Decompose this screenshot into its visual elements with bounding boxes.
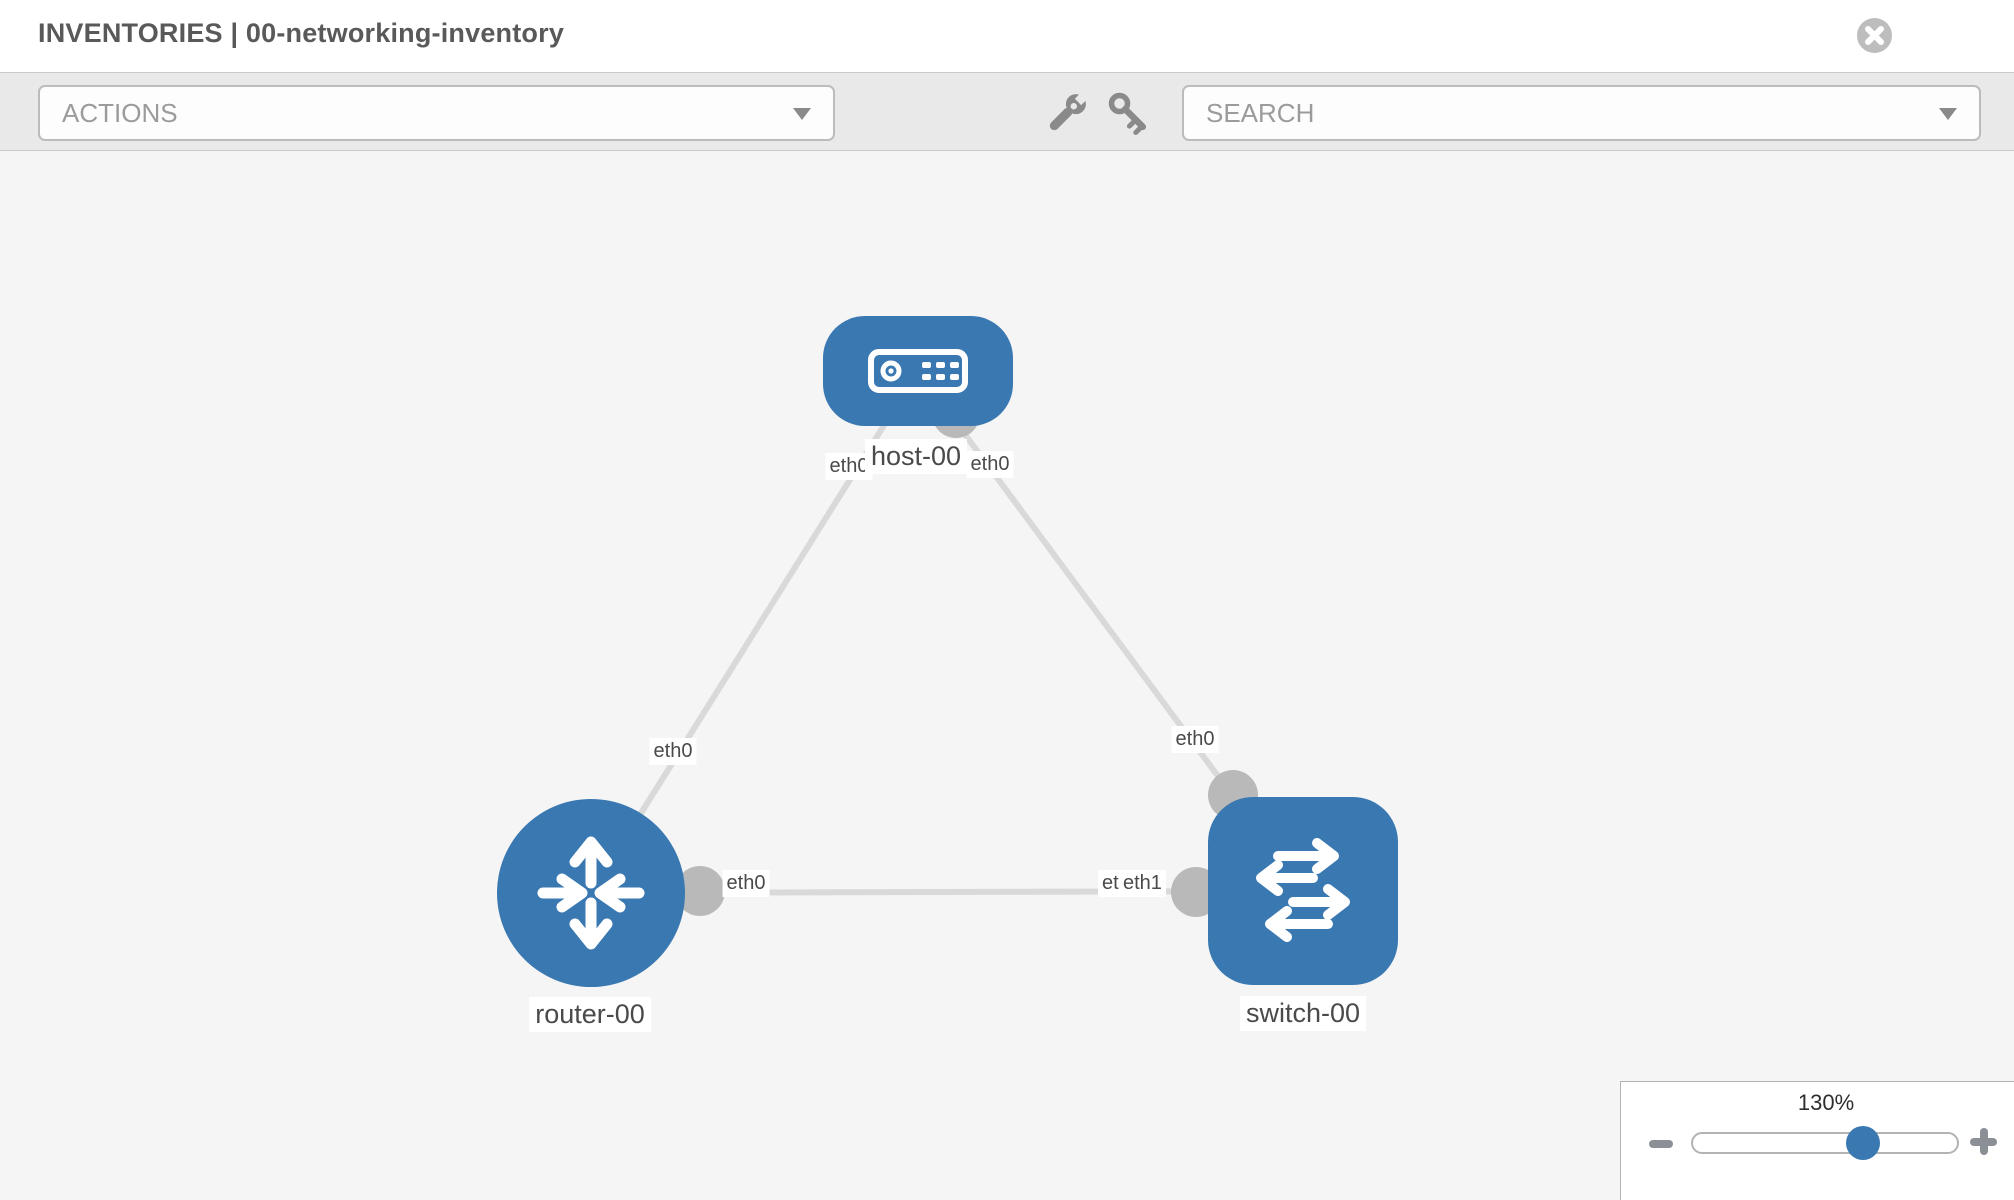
node-label-switch: switch-00	[1239, 996, 1367, 1031]
manage-groups-button[interactable]	[1038, 85, 1094, 141]
interface-label: eth0	[825, 453, 873, 480]
window-header: INVENTORIES | 00-networking-inventory	[0, 0, 2014, 72]
interface-label: eth0	[1171, 726, 1219, 753]
search-dropdown[interactable]: SEARCH	[1182, 85, 1981, 141]
interface-label: eth0	[722, 870, 770, 897]
node-label-router: router-00	[529, 997, 651, 1032]
node-router-00[interactable]	[497, 799, 685, 987]
plus-icon	[1970, 1128, 1997, 1155]
zoom-level-value: 130%	[1797, 1090, 1855, 1115]
router-icon	[537, 836, 645, 950]
zoom-in-button[interactable]	[1970, 1128, 1997, 1158]
node-host-00[interactable]	[823, 316, 1013, 426]
chevron-down-icon	[793, 108, 811, 120]
host-icon	[868, 349, 968, 393]
interface-port	[675, 866, 725, 916]
wrench-icon	[1049, 90, 1090, 131]
toolbar: ACTIONS	[0, 72, 2014, 151]
node-label-host: host-00	[864, 439, 968, 474]
interface-label: eth0	[649, 738, 697, 765]
zoom-slider-track[interactable]	[1691, 1126, 1959, 1160]
interface-label: eth1	[1119, 870, 1166, 897]
close-icon	[1865, 26, 1884, 45]
topology-svg	[497, 316, 1398, 987]
zoom-out-button[interactable]	[1649, 1137, 1673, 1152]
actions-dropdown-label: ACTIONS	[62, 97, 178, 128]
key-icon	[1108, 92, 1147, 136]
chevron-down-icon	[1939, 108, 1957, 120]
close-button[interactable]	[1857, 18, 1892, 53]
credentials-button[interactable]	[1100, 85, 1156, 141]
topology-canvas[interactable]: eth0 eth0 eth0 eth0 eth0 eth0 eth1 host-…	[0, 151, 2014, 1200]
zoom-panel: 130%	[1620, 1081, 2014, 1200]
interface-label: eth0	[966, 451, 1014, 478]
search-dropdown-label: SEARCH	[1206, 97, 1315, 128]
zoom-slider-thumb[interactable]	[1846, 1126, 1880, 1160]
minus-icon	[1649, 1140, 1673, 1148]
actions-dropdown[interactable]: ACTIONS	[38, 85, 835, 141]
node-switch-00[interactable]	[1208, 797, 1398, 985]
page-title: INVENTORIES | 00-networking-inventory	[38, 18, 565, 48]
switch-icon	[1256, 838, 1350, 942]
